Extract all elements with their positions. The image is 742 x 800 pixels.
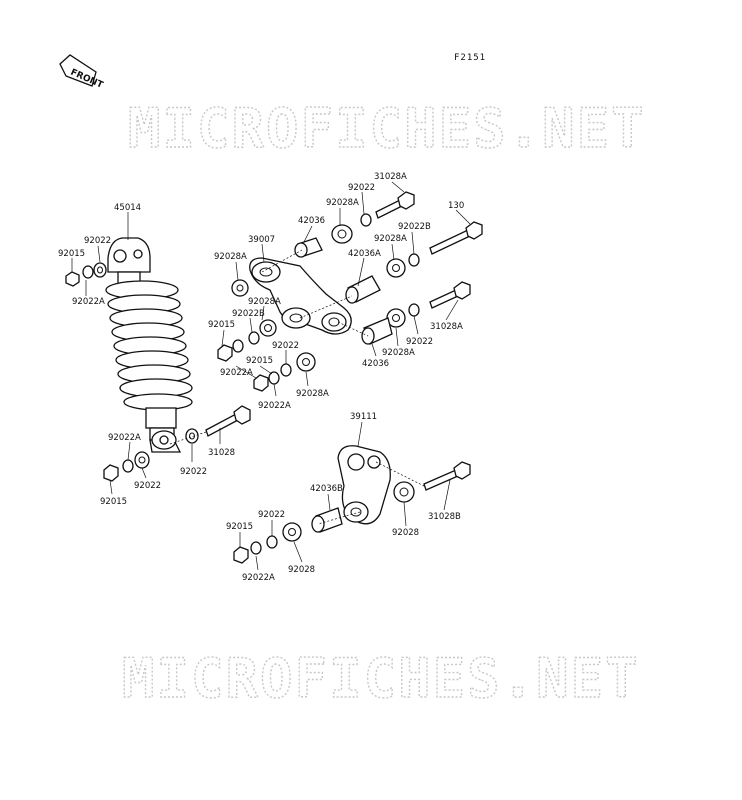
part-label-92028: 92028: [288, 565, 315, 575]
part-label-31028: 31028: [208, 448, 235, 458]
watermark-top: MICROFICHES.NET: [128, 97, 646, 160]
part-label-39111: 39111: [350, 412, 377, 422]
part-label-31028A: 31028A: [430, 322, 463, 332]
arm-fasteners: [217, 279, 316, 392]
part-label-92028A: 92028A: [382, 348, 415, 358]
part-label-31028A: 31028A: [374, 172, 407, 182]
part-label-130: 130: [448, 201, 464, 211]
part-label-92015: 92015: [208, 320, 235, 330]
left-upper-fasteners: [65, 262, 107, 287]
part-label-42036B: 42036B: [310, 484, 343, 494]
part-label-92022A: 92022A: [108, 433, 141, 443]
watermark-bottom: MICROFICHES.NET: [122, 647, 640, 710]
part-label-92022A: 92022A: [242, 573, 275, 583]
part-label-92028: 92028: [392, 528, 419, 538]
part-label-39007: 39007: [248, 235, 275, 245]
part-label-92028A: 92028A: [248, 297, 281, 307]
right-mid-parts: [361, 281, 471, 345]
part-label-92022A: 92022A: [258, 401, 291, 411]
assembly-lines: [169, 249, 425, 525]
lower-shock-fasteners: [103, 405, 251, 482]
part-label-92022: 92022: [258, 510, 285, 520]
part-label-42036A: 42036A: [348, 249, 381, 259]
part-label-92028A: 92028A: [326, 198, 359, 208]
part-label-92022B: 92022B: [398, 222, 431, 232]
part-label-92022A: 92022A: [72, 297, 105, 307]
part-label-31028B: 31028B: [428, 512, 461, 522]
front-arrow-icon: FRONT: [59, 54, 105, 91]
part-label-42036: 42036: [362, 359, 389, 369]
part-label-92022A: 92022A: [220, 368, 253, 378]
part-label-92015: 92015: [246, 356, 273, 366]
lower-right-parts: [233, 461, 471, 564]
top-collars: [294, 191, 483, 304]
part-label-92015: 92015: [58, 249, 85, 259]
leader-lines: [71, 181, 471, 571]
part-label-92028A: 92028A: [374, 234, 407, 244]
part-label-92028A: 92028A: [296, 389, 329, 399]
figure-code: F2151: [454, 53, 486, 63]
part-label-92022: 92022: [272, 341, 299, 351]
part-label-92022: 92022: [134, 481, 161, 491]
part-label-92015: 92015: [226, 522, 253, 532]
part-label-92028A: 92028A: [214, 252, 247, 262]
part-label-92022: 92022: [348, 183, 375, 193]
part-label-92022: 92022: [84, 236, 111, 246]
part-labels: 45014 92022 92015 92022A 39007 92028A 42…: [58, 172, 464, 583]
part-label-92022: 92022: [406, 337, 433, 347]
part-label-92015: 92015: [100, 497, 127, 507]
part-label-45014: 45014: [114, 203, 141, 213]
part-label-42036: 42036: [298, 216, 325, 226]
linkage-arm-39007: [249, 257, 352, 335]
tie-rod-39111: [337, 445, 391, 525]
part-label-92022: 92022: [180, 467, 207, 477]
part-label-92022B: 92022B: [232, 309, 265, 319]
shock-absorber: [105, 237, 193, 453]
